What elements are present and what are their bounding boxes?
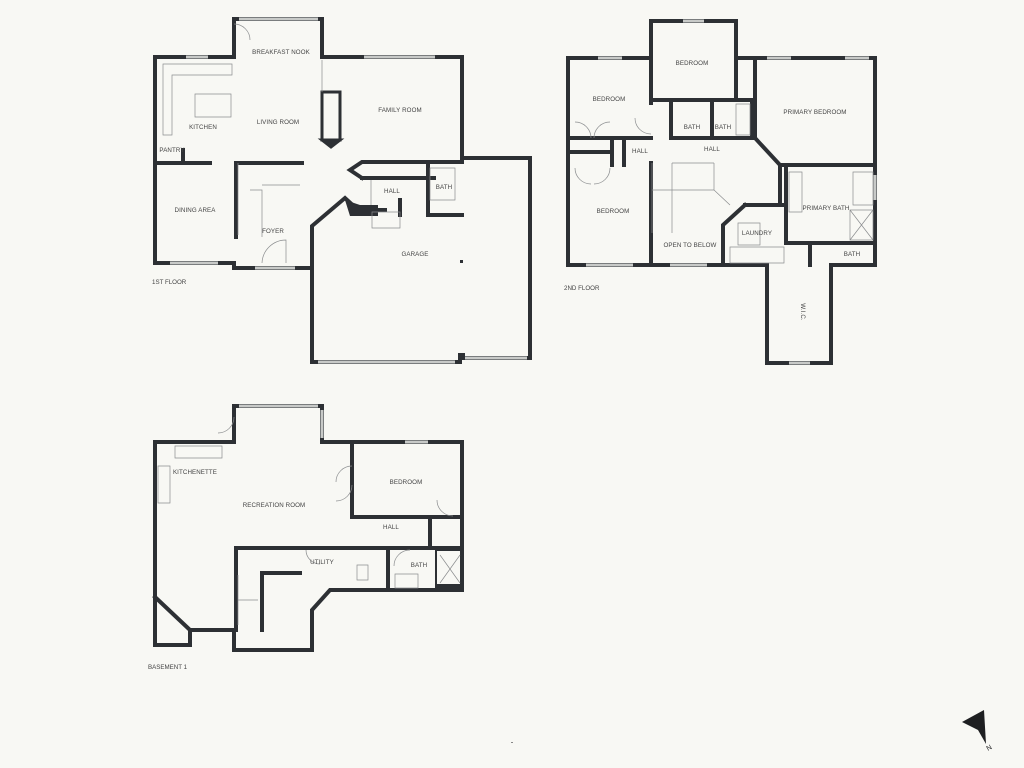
- room-label-breakfast-nook: BREAKFAST NOOK: [252, 49, 310, 56]
- floor-label-first: 1ST FLOOR: [152, 279, 187, 286]
- room-label-bedroom-left: BEDROOM: [593, 96, 626, 103]
- room-label-bedroom-lower: BEDROOM: [597, 208, 630, 215]
- room-label-pantry: PANTRY: [159, 147, 184, 154]
- room-label-recreation-room: RECREATION ROOM: [243, 502, 306, 509]
- room-label-laundry: LAUNDRY: [742, 230, 772, 237]
- floor-label-second: 2ND FLOOR: [564, 285, 600, 292]
- room-label-family-room: FAMILY ROOM: [378, 107, 422, 114]
- second-floor-plan: BEDROOM BEDROOM BEDROOM BATH BATH HALL H…: [564, 19, 877, 365]
- compass-label: N: [986, 744, 994, 753]
- room-label-hall: HALL: [383, 524, 399, 531]
- room-label-open-to-below: OPEN TO BELOW: [664, 242, 717, 249]
- room-label-wic: W.I.C.: [799, 303, 806, 321]
- room-label-bath: BATH: [436, 184, 452, 191]
- room-label-hall: HALL: [704, 146, 720, 153]
- room-label-bath: BATH: [411, 562, 427, 569]
- room-label-living-room: LIVING ROOM: [257, 119, 299, 126]
- room-label-bedroom: BEDROOM: [390, 479, 423, 486]
- room-label-primary-bedroom: PRIMARY BEDROOM: [783, 109, 846, 116]
- room-label-hall-small: HALL: [632, 148, 648, 155]
- first-floor-plan: BREAKFAST NOOK KITCHEN LIVING ROOM FAMIL…: [152, 17, 532, 364]
- room-label-hall: HALL: [384, 188, 400, 195]
- north-arrow-icon: N: [962, 710, 993, 753]
- room-label-bath-3: BATH: [844, 251, 860, 258]
- basement-plan: KITCHENETTE RECREATION ROOM BEDROOM HALL…: [148, 404, 464, 671]
- room-label-bath-2: BATH: [715, 124, 731, 131]
- room-label-kitchenette: KITCHENETTE: [173, 469, 217, 476]
- garage-marker: [460, 260, 463, 263]
- room-label-bedroom-top: BEDROOM: [676, 60, 709, 67]
- room-label-bath-1: BATH: [684, 124, 700, 131]
- room-label-utility: UTILITY: [310, 559, 334, 566]
- room-label-dining-area: DINING AREA: [175, 207, 217, 214]
- room-label-kitchen: KITCHEN: [189, 124, 217, 131]
- floor-label-basement: BASEMENT 1: [148, 664, 188, 671]
- room-label-garage: GARAGE: [401, 251, 428, 258]
- room-label-foyer: FOYER: [262, 228, 284, 235]
- room-label-primary-bath: PRIMARY BATH: [803, 205, 850, 212]
- page-marker: [511, 742, 513, 743]
